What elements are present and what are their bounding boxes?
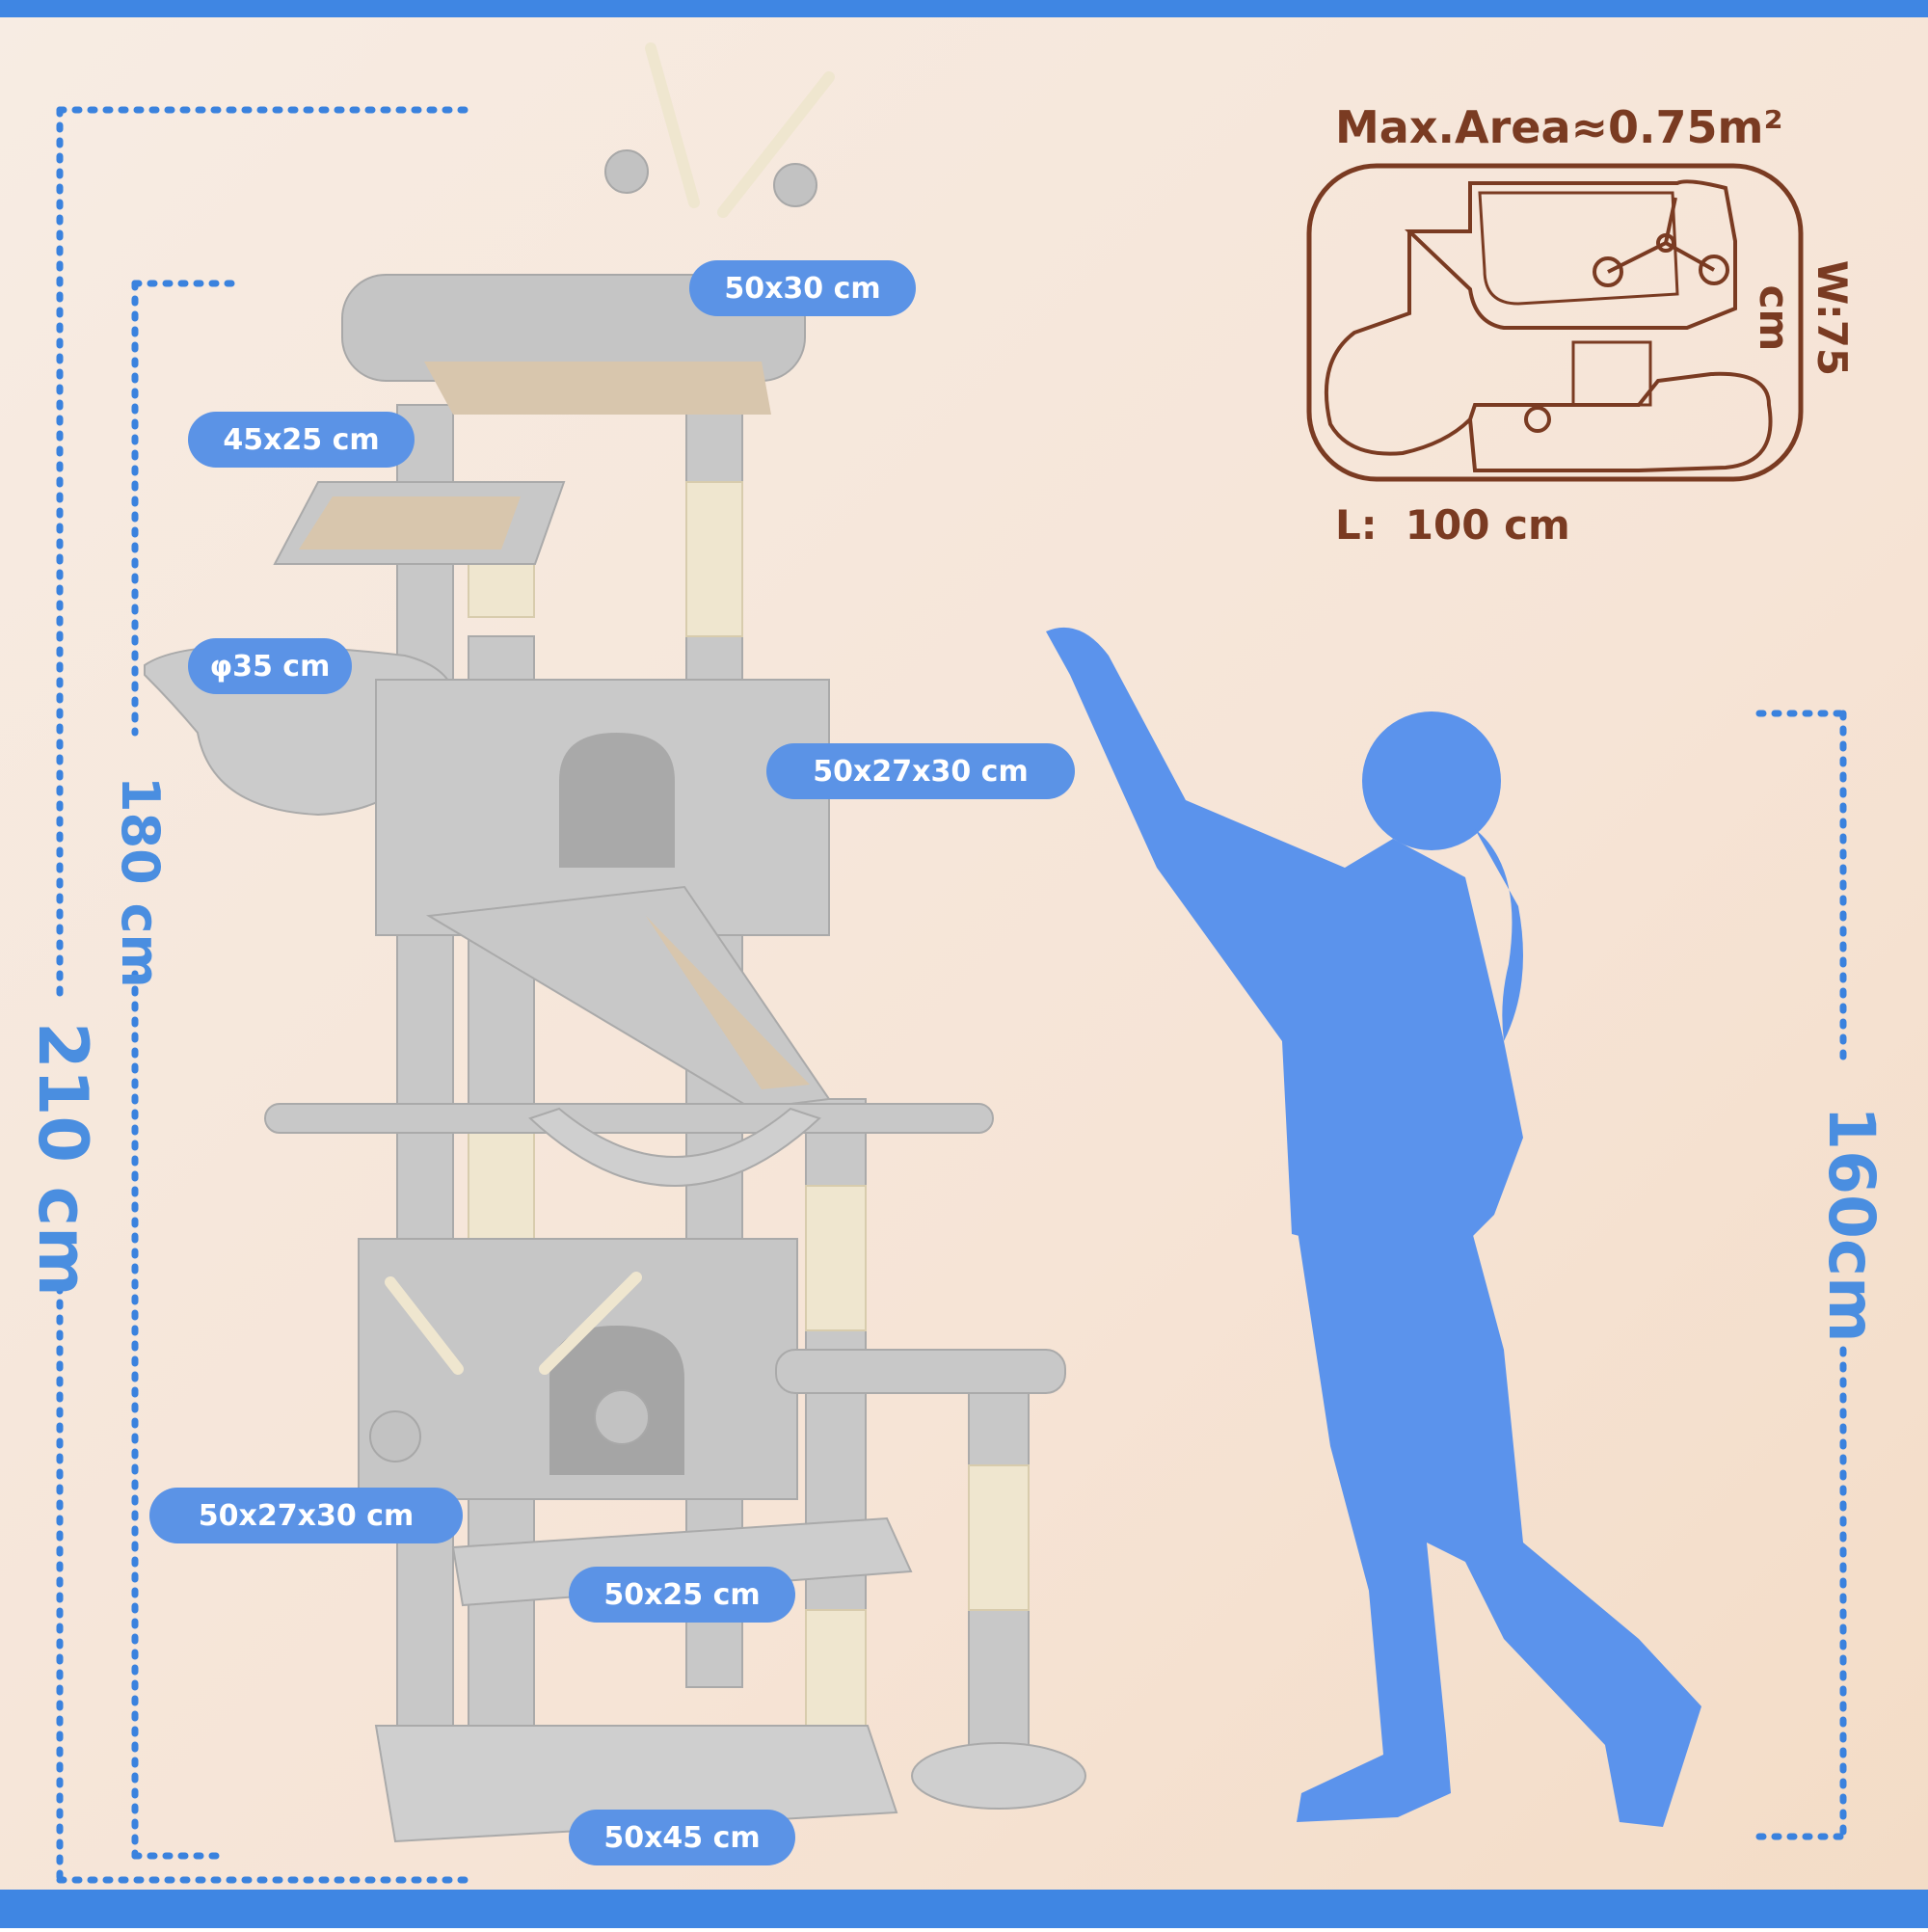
upper-condo-label: 50x27x30 cm: [766, 743, 1075, 799]
top-frame-bar: [0, 0, 1928, 17]
width-label: W:75 cm: [1751, 259, 1856, 377]
lower-condo-label: 50x27x30 cm: [149, 1488, 463, 1543]
dimension-lines: [56, 106, 1847, 1884]
basket-label: φ35 cm: [188, 638, 352, 694]
footprint-diagram: [1306, 163, 1804, 482]
person-silhouette: [1046, 627, 1701, 1827]
bottom-frame-bar: [0, 1890, 1928, 1928]
total-height-label: 210 cm: [23, 1022, 102, 1297]
person-height-label: 160cm: [1814, 1106, 1888, 1343]
base-label: 50x45 cm: [569, 1810, 795, 1865]
inner-height-label: 180 cm: [110, 776, 171, 988]
length-label: L: 100 cm: [1335, 501, 1570, 549]
cat-tree: [144, 42, 1086, 1843]
max-area-label: Max.Area≈0.75m²: [1335, 101, 1783, 153]
side-perch-label: 45x25 cm: [188, 412, 415, 468]
top-perch-label: 50x30 cm: [689, 260, 916, 316]
low-platform-label: 50x25 cm: [569, 1567, 795, 1623]
